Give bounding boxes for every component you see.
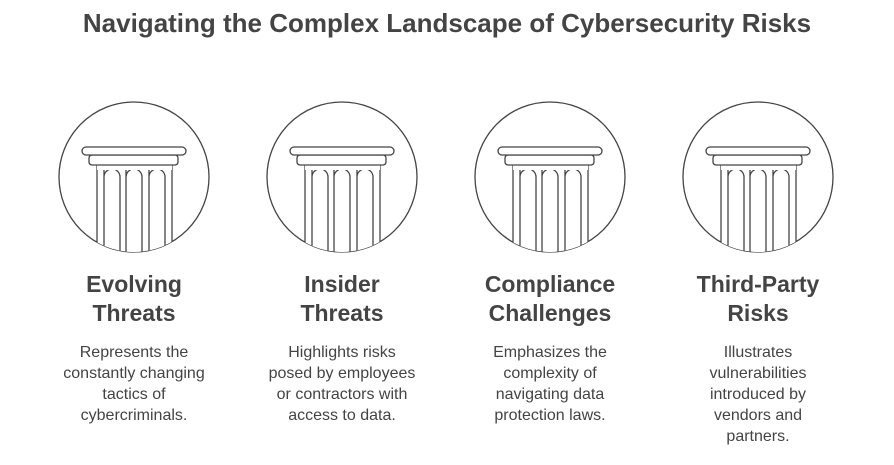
pillar-icon bbox=[474, 101, 626, 253]
page-title: Navigating the Complex Landscape of Cybe… bbox=[82, 8, 812, 38]
pillar-icon bbox=[266, 101, 418, 253]
risk-description: Highlights risks posed by employees or c… bbox=[268, 344, 416, 424]
risk-description: Illustrates vulnerabilities introduced b… bbox=[709, 344, 807, 445]
risk-title: Compliance Challenges bbox=[484, 271, 616, 326]
risk-column-3: Compliance Challenges Emphasizes the com… bbox=[450, 100, 650, 426]
risk-column-1: Evolving Threats Represents the constant… bbox=[34, 100, 234, 426]
risk-title: Third-Party Risks bbox=[696, 271, 820, 326]
risk-description: Represents the constantly changing tacti… bbox=[63, 344, 205, 424]
pillar-icon bbox=[58, 101, 210, 253]
risk-title: Evolving Threats bbox=[86, 271, 182, 326]
risk-description: Emphasizes the complexity of navigating … bbox=[493, 344, 607, 424]
risk-title: Insider Threats bbox=[300, 271, 384, 326]
risk-column-4: Third-Party Risks Illustrates vulnerabil… bbox=[658, 100, 858, 447]
risk-column-2: Insider Threats Highlights risks posed b… bbox=[242, 100, 442, 426]
pillar-icon bbox=[682, 101, 834, 253]
